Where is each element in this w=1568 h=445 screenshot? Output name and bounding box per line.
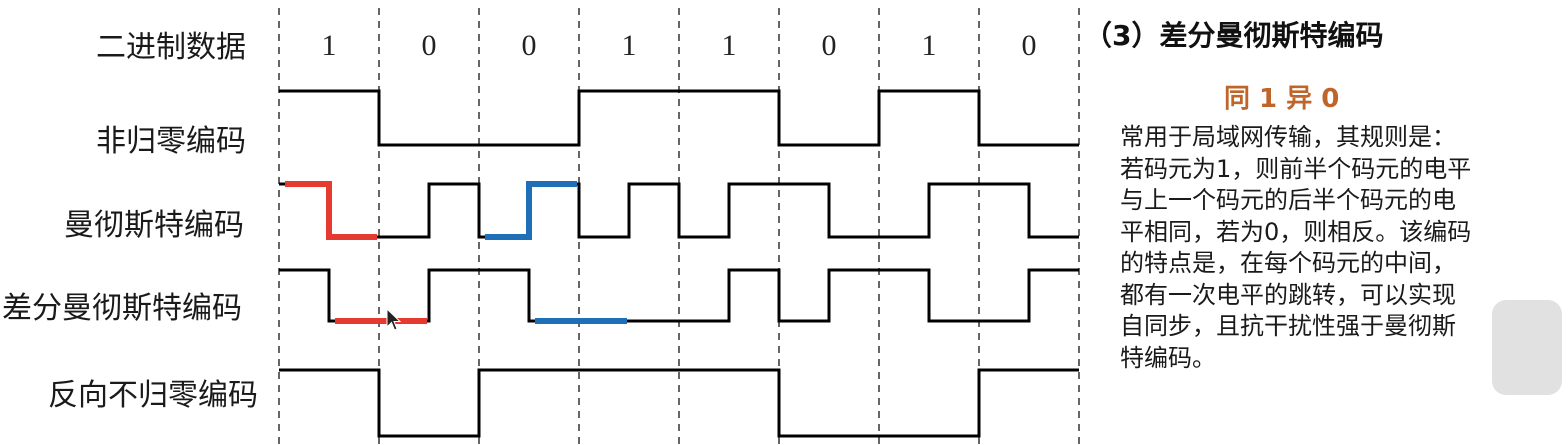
- bit-value-label: 0: [422, 29, 437, 62]
- bit-value-label: 1: [322, 29, 337, 62]
- description-line: 都有一次电平的跳转，可以实现: [1120, 280, 1456, 309]
- bit-value-label: 1: [722, 29, 737, 62]
- bit-value-label: 1: [622, 29, 637, 62]
- row-label-diff-manchester: 差分曼彻斯特编码: [2, 291, 242, 326]
- bit-value-label: 0: [1022, 29, 1037, 62]
- row-label-nrz: 非归零编码: [96, 124, 246, 159]
- mouse-cursor-icon: [386, 308, 402, 331]
- row-label-manchester: 曼彻斯特编码: [64, 208, 244, 243]
- side-panel-rule: 同 1 异 0: [1224, 84, 1340, 114]
- waveform-nrz: [279, 89, 1079, 147]
- waveform-nrzi: [279, 368, 1079, 438]
- highlight-manchester-blue: [485, 181, 577, 240]
- encoding-diagram: 1 0 0 1 1 0 1 0: [278, 8, 1080, 445]
- row-label-binary: 二进制数据: [96, 30, 246, 65]
- description-line: 自同步，且抗干扰性强于曼彻斯: [1120, 312, 1456, 340]
- description-line: 平相同，若为0，则相反。该编码: [1120, 217, 1472, 246]
- description-line: 的特点是，在每个码元的中间，: [1120, 249, 1456, 277]
- description-line: 与上一个码元的后半个码元的电: [1120, 186, 1456, 214]
- watermark: [1492, 300, 1562, 395]
- description-line: 特编码。: [1120, 343, 1216, 372]
- highlight-manchester-red: [285, 181, 377, 240]
- waveform-diff_manchester: [279, 268, 1079, 323]
- side-panel-description: 常用于局域网传输，其规则是： 若码元为1，则前半个码元的电平 与上一个码元的后半…: [1120, 122, 1560, 374]
- row-label-nrzi: 反向不归零编码: [48, 378, 258, 413]
- side-panel: （3）差分曼彻斯特编码 同 1 异 0 常用于局域网传输，其规则是： 若码元为1…: [1084, 14, 1554, 372]
- description-line: 若码元为1，则前半个码元的电平: [1120, 154, 1472, 183]
- waveform-manchester: [279, 182, 1079, 239]
- bit-value-label: 0: [822, 29, 837, 62]
- bit-value-label: 1: [922, 29, 937, 62]
- side-panel-title: （3）差分曼彻斯特编码: [1084, 19, 1384, 52]
- bit-value-label: 0: [522, 29, 537, 62]
- description-line: 常用于局域网传输，其规则是：: [1120, 123, 1456, 151]
